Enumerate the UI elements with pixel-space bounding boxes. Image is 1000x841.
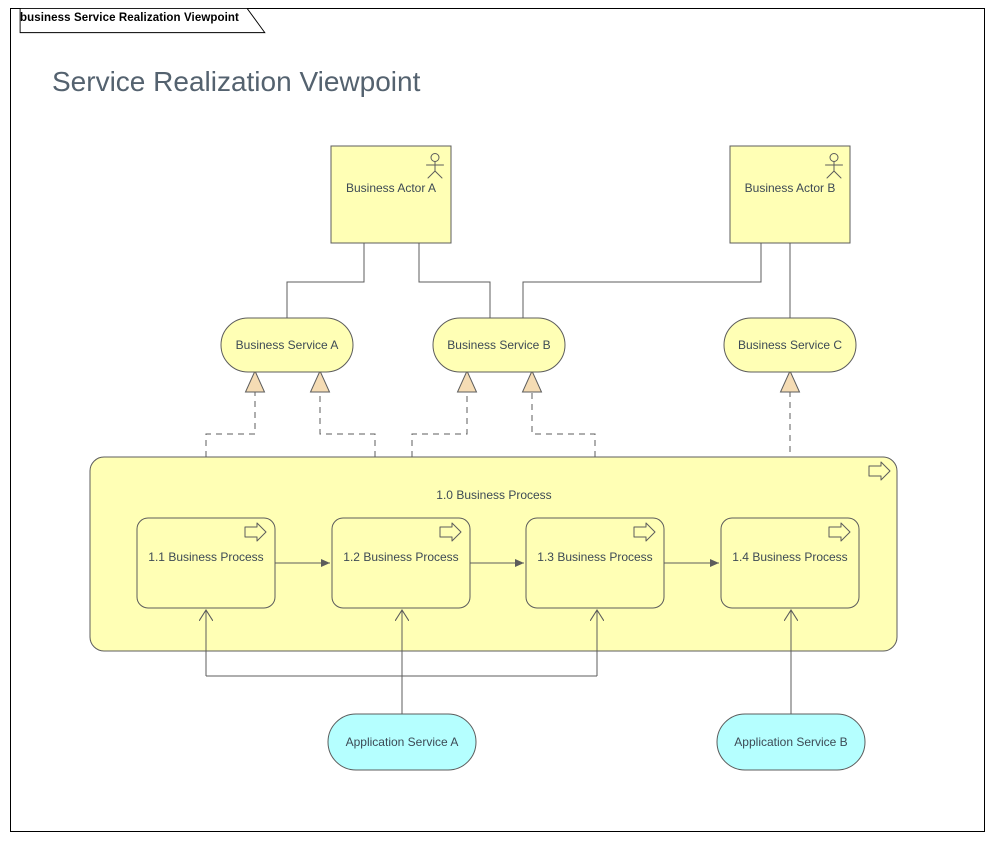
business-actor-icon xyxy=(426,153,444,179)
business-process-icon xyxy=(633,522,656,542)
node-business-actor-b[interactable]: Business Actor B xyxy=(729,145,851,244)
diagram-frame-tab-label: business Service Realization Viewpoint xyxy=(20,12,239,24)
node-label: Business Service B xyxy=(447,338,550,352)
container-label: 1.0 Business Process xyxy=(436,488,551,502)
realization-arrowheads xyxy=(244,369,801,393)
node-business-service-a[interactable]: Business Service A xyxy=(220,317,354,373)
assignment-actor-a-to-service-b[interactable] xyxy=(418,243,491,318)
business-process-icon xyxy=(439,522,462,542)
realization-arrowhead xyxy=(521,369,543,393)
realization-proc-1-2-to-service-a[interactable] xyxy=(319,392,376,457)
realization-arrowhead xyxy=(456,369,478,393)
page-title: Service Realization Viewpoint xyxy=(52,66,421,97)
node-label: 1.1 Business Process xyxy=(148,550,263,564)
realization-arrowhead xyxy=(244,369,266,393)
node-label: Business Actor B xyxy=(745,181,836,195)
node-process-1-4[interactable]: 1.4 Business Process xyxy=(720,517,860,609)
node-process-1-2[interactable]: 1.2 Business Process xyxy=(331,517,471,609)
realization-proc-1-2-to-service-b[interactable] xyxy=(411,392,468,457)
assignment-actor-a-to-service-a[interactable] xyxy=(286,243,365,318)
node-business-actor-a[interactable]: Business Actor A xyxy=(330,145,452,244)
diagram-frame-border xyxy=(10,8,985,832)
business-process-icon xyxy=(244,522,267,542)
serving-connections xyxy=(206,610,791,714)
business-process-icon xyxy=(828,522,851,542)
node-label: Business Actor A xyxy=(346,181,436,195)
node-label: Business Service C xyxy=(738,338,842,352)
node-label: 1.4 Business Process xyxy=(732,550,847,564)
realization-proc-1-3-to-service-b[interactable] xyxy=(531,392,596,457)
realization-connections xyxy=(205,392,791,518)
node-label: 1.3 Business Process xyxy=(537,550,652,564)
realization-arrowhead xyxy=(309,369,331,393)
node-application-service-a[interactable]: Application Service A xyxy=(327,713,477,771)
diagram-frame-tab xyxy=(19,8,266,34)
assignment-connections xyxy=(286,243,791,318)
business-process-icon xyxy=(868,461,891,481)
business-actor-icon xyxy=(825,153,843,179)
node-process-container-1-0[interactable]: 1.0 Business Process xyxy=(89,456,898,652)
assignment-actor-b-to-service-b[interactable] xyxy=(522,243,762,318)
node-label: Application Service B xyxy=(734,735,847,749)
realization-proc-1-1-to-service-a[interactable] xyxy=(205,392,256,457)
node-business-service-b[interactable]: Business Service B xyxy=(432,317,566,373)
node-process-1-1[interactable]: 1.1 Business Process xyxy=(136,517,276,609)
node-label: 1.2 Business Process xyxy=(343,550,458,564)
node-label: Business Service A xyxy=(236,338,339,352)
node-label: Application Service A xyxy=(346,735,459,749)
node-business-service-c[interactable]: Business Service C xyxy=(723,317,857,373)
realization-arrowhead xyxy=(779,369,801,393)
node-application-service-b[interactable]: Application Service B xyxy=(716,713,866,771)
node-process-1-3[interactable]: 1.3 Business Process xyxy=(525,517,665,609)
